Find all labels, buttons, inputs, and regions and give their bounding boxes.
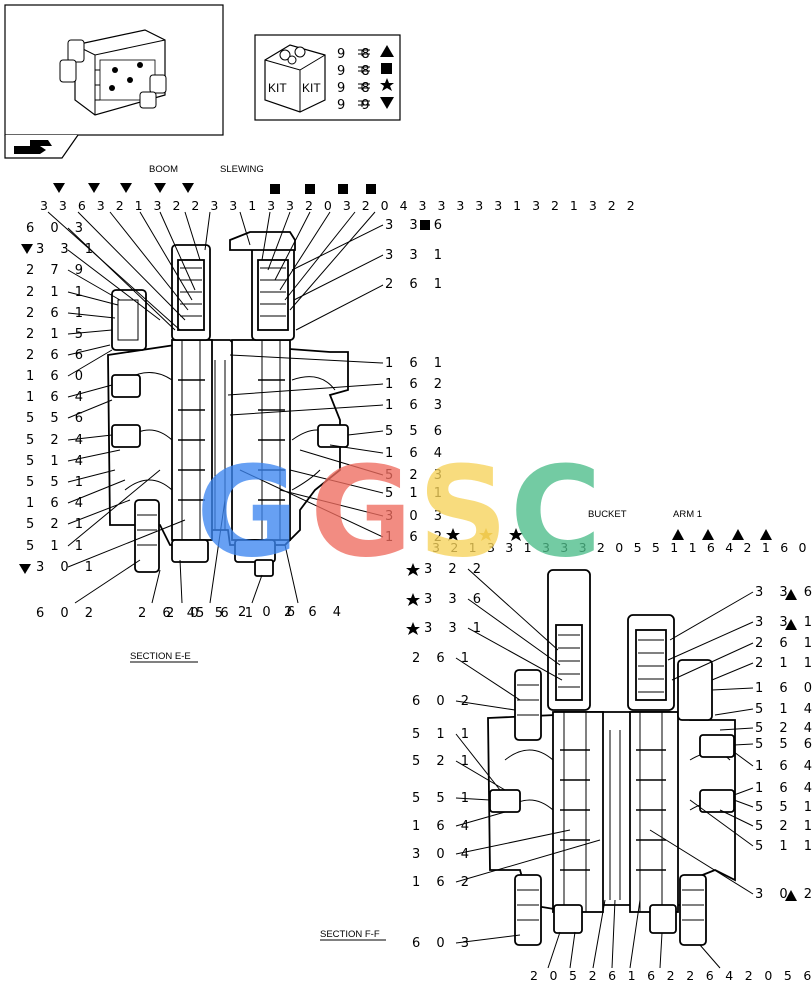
ff-right-label-160: 1 6 0 (755, 681, 812, 696)
ff-left-label-603: 6 0 3 (412, 936, 475, 951)
ee-left-label-261: 2 6 1 (26, 306, 89, 321)
section-ee-drawing: BOOM SLEWING 3 3 6 3 2 1 3 2 2 3 3 1 3 3… (19, 164, 638, 663)
ee-left-label-511: 5 1 1 (26, 539, 89, 554)
slewing-title: SLEWING (220, 164, 264, 175)
watermark-letter-4: C (510, 440, 602, 585)
ff-right-label-511: 5 1 1 (755, 839, 812, 854)
ee-left-label-603: 6 0 3 (26, 221, 89, 236)
ff-right-label-336: 3 3 6 (755, 585, 812, 600)
ff-right-label-211: 2 1 1 (755, 656, 812, 671)
ee-mid-label-303: 3 0 3 (385, 509, 448, 524)
ff-right-labels: 3 3 6 3 3 1 2 6 1 2 1 1 1 6 0 5 1 4 5 2 … (755, 585, 812, 902)
ff-left-label-521: 5 2 1 (412, 754, 475, 769)
ff-right-label-164a: 1 6 4 (755, 759, 812, 774)
ee-left-label-266: 2 6 6 (26, 348, 89, 363)
ee-right-label-261: 2 6 1 (385, 277, 448, 292)
ee-left-label-211: 2 1 1 (26, 285, 89, 300)
ee-left-label-556: 5 5 6 (26, 411, 89, 426)
ee-mid-label-523: 5 2 3 (385, 468, 448, 483)
ee-left-label-164a: 1 6 4 (26, 390, 89, 405)
ff-right-label-524: 5 2 4 (755, 721, 812, 736)
ff-right-label-556: 5 5 6 (755, 737, 812, 752)
ee-mid-label-162b: 1 6 2 (385, 530, 448, 545)
ff-right-label-302: 3 0 2 (755, 887, 812, 902)
kit-box-icon: KIT KIT (264, 44, 326, 113)
ee-left-label-331: 3 3 1 (36, 242, 99, 257)
section-ff-caption: SECTION F-F (320, 929, 380, 940)
ee-mid-label-163: 1 6 3 (385, 398, 448, 413)
ee-bottom-label-206: 2 0 6 (238, 605, 301, 620)
ff-right-label-551: 5 5 1 (755, 800, 812, 815)
ee-mid-label-164: 1 6 4 (385, 446, 448, 461)
watermark-letter-1: G (196, 440, 299, 585)
ff-left-label-602: 6 0 2 (412, 694, 475, 709)
ee-left-label-514: 5 1 4 (26, 454, 89, 469)
ee-right-label-336: 3 3 6 (385, 218, 448, 233)
ff-right-label-514: 5 1 4 (755, 702, 812, 717)
ee-bottom-label-602: 6 0 2 (36, 606, 99, 621)
kit-legend-panel: KIT KIT 9 8 9 8 9 8 9 9 (254, 34, 401, 121)
ff-left-label-162: 1 6 2 (412, 875, 475, 890)
ee-bottom-label-561: 5 6 1 (196, 606, 259, 621)
ff-left-labels: 3 2 2 3 3 6 3 3 1 2 6 1 6 0 2 5 1 1 5 2 … (412, 562, 487, 951)
ee-left-label-164b: 1 6 4 (26, 496, 89, 511)
ff-right-label-521: 5 2 1 (755, 819, 812, 834)
ee-right-top-labels: 3 3 6 3 3 1 2 6 1 (385, 218, 448, 292)
ee-right-label-331: 3 3 1 (385, 248, 448, 263)
section-ee-caption: SECTION E-E (130, 651, 191, 662)
triangle-up-icon (380, 45, 394, 57)
ee-left-labels: 6 0 3 3 3 1 2 7 9 2 1 1 2 6 1 2 1 5 2 6 … (26, 221, 99, 575)
ee-mid-label-162: 1 6 2 (385, 377, 448, 392)
ee-mid-labels: 1 6 1 1 6 2 1 6 3 5 5 6 1 6 4 5 2 3 5 1 … (385, 356, 448, 545)
ee-left-label-524: 5 2 4 (26, 433, 89, 448)
ff-left-label-511: 5 1 1 (412, 727, 475, 742)
ff-top-markers (446, 528, 772, 541)
ff-left-label-331: 3 3 1 (424, 621, 487, 636)
ff-right-label-261: 2 6 1 (755, 636, 812, 651)
ff-left-label-336: 3 3 6 (424, 592, 487, 607)
ee-bottom-label-264b: 2 6 4 (284, 605, 347, 620)
watermark-logo: G G S C (196, 440, 602, 585)
watermark-letter-2: G (310, 440, 413, 585)
square-icon (381, 63, 392, 74)
valve-assembly-thumbnail-icon (59, 29, 167, 116)
thumbnail-panel (4, 4, 224, 159)
ee-mid-label-161: 1 6 1 (385, 356, 448, 371)
ee-bottom-labels: 6 0 2 2 6 4 2 0 5 5 6 1 2 0 6 2 6 4 (36, 605, 347, 621)
ff-bottom-labels: 2 0 5 2 6 1 6 2 2 6 4 2 0 5 6 0 5 (530, 968, 812, 983)
ee-mid-label-511: 5 1 1 (385, 486, 448, 501)
ee-left-label-301: 3 0 1 (36, 560, 99, 575)
star-icon (380, 78, 394, 91)
ee-bottom-label-264a: 2 6 4 (138, 606, 201, 621)
ee-left-label-551: 5 5 1 (26, 475, 89, 490)
kit-codes: 9 8 9 8 9 8 9 9 (337, 45, 394, 113)
section-ff-drawing: BUCKET ARM 1 3 2 1 3 3 1 3 3 3 2 0 5 5 1… (320, 509, 812, 983)
ee-left-label-279: 2 7 9 (26, 263, 89, 278)
ee-left-label-521: 5 2 1 (26, 517, 89, 532)
kit-label-left: KIT (268, 81, 287, 95)
ee-bottom-label-205: 2 0 5 (166, 606, 229, 621)
ee-left-label-160: 1 6 0 (26, 369, 89, 384)
ff-left-label-261: 2 6 1 (412, 651, 475, 666)
bucket-title: BUCKET (588, 509, 627, 520)
triangle-down-icon (380, 97, 394, 109)
ff-left-label-164: 1 6 4 (412, 819, 475, 834)
ff-right-label-164b: 1 6 4 (755, 781, 812, 796)
kit-label-right: KIT (302, 81, 321, 95)
boom-title: BOOM (149, 164, 178, 175)
ee-top-labels: 3 3 6 3 2 1 3 2 2 3 3 1 3 3 2 0 3 2 0 4 … (40, 198, 638, 213)
nav-arrow-icon[interactable] (14, 140, 52, 154)
arm1-title: ARM 1 (673, 509, 702, 520)
ee-left-label-215: 2 1 5 (26, 327, 89, 342)
ff-right-label-331: 3 3 1 (755, 615, 812, 630)
ff-left-label-322: 3 2 2 (424, 562, 487, 577)
ff-top-labels: 3 2 1 3 3 1 3 3 3 2 0 5 5 1 1 6 4 2 1 6 … (432, 540, 812, 555)
watermark-letter-3: S (418, 440, 508, 585)
ee-top-markers (19, 183, 430, 574)
ff-left-label-304: 3 0 4 (412, 847, 475, 862)
ff-left-label-551: 5 5 1 (412, 791, 475, 806)
ee-mid-label-556: 5 5 6 (385, 424, 448, 439)
